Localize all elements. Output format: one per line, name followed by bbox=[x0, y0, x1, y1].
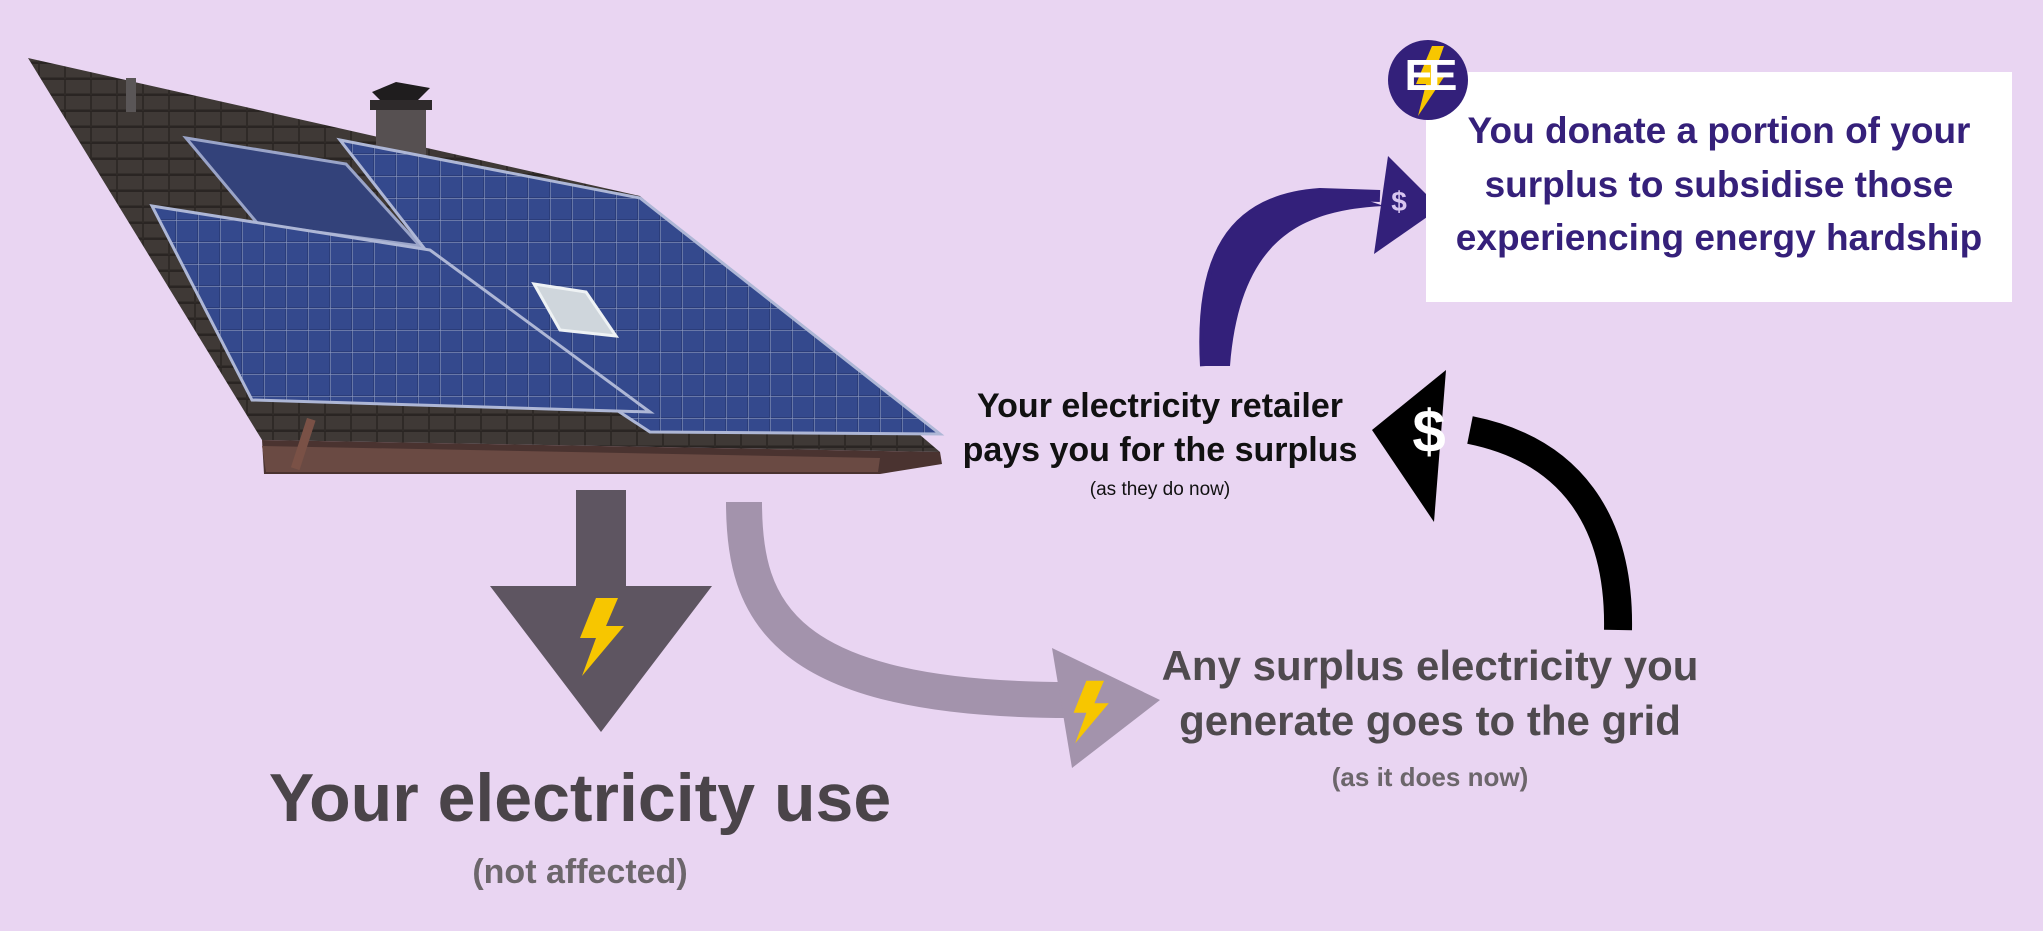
retailer-payment-note: (as they do now) bbox=[1089, 479, 1231, 500]
ee-logo-icon: EE bbox=[1388, 40, 1468, 120]
dollar-icon: $ bbox=[1391, 186, 1407, 217]
lightning-bolt-icon bbox=[580, 598, 624, 676]
donation-box bbox=[1426, 72, 2012, 302]
electricity-use-label: Your electricity use bbox=[268, 760, 892, 836]
electricity-use-note: (not affected) bbox=[472, 853, 688, 891]
ee-logo-letters: EE bbox=[1404, 51, 1458, 100]
surplus-to-grid-label: Any surplus electricity you generate goe… bbox=[1161, 642, 1699, 745]
surplus-to-grid-note: (as it does now) bbox=[1331, 762, 1529, 792]
donation-label: You donate a portion of your surplus to … bbox=[1455, 110, 1983, 259]
lightning-bolt-icon bbox=[1073, 680, 1109, 744]
dollar-icon: $ bbox=[1412, 398, 1446, 465]
retailer-payment-label: Your electricity retailer pays you for t… bbox=[962, 387, 1358, 470]
